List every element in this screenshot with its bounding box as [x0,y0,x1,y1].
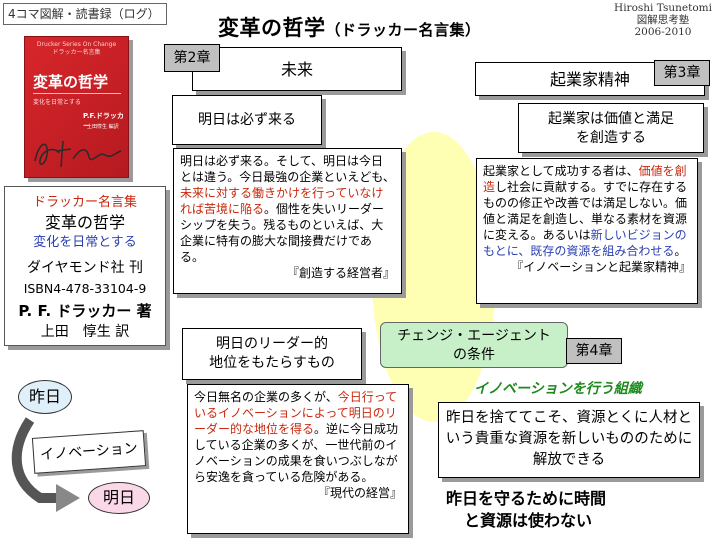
author-org: 図解思考塾 [636,14,690,26]
ch4-title-box: チェンジ・エージェント の条件 [380,322,568,368]
ch2-title: 未来 [280,60,313,79]
ch3-text-blue: 新しいビジョンのもとに、既存の資源を組み合わせる [483,228,687,258]
innovation-org-title: イノベーションを行う組織 [474,381,642,397]
ch3-label: 第3章 [654,60,710,86]
author-years: 2006-2010 [634,26,692,38]
bubble-tomorrow: 明日 [88,482,150,514]
author-credit: Hiroshi Tsunetomi 図解思考塾 2006-2010 [608,2,718,38]
cover-series: Drucker Series On Change ドラッカー名言集 [36,41,117,56]
signature-icon [34,140,122,168]
title-sub: （ドラッカー名言集） [325,21,481,39]
book-cover-image: Drucker Series On Change ドラッカー名言集 変革の哲学 … [24,36,129,178]
innovation-label: イノベーション [39,440,139,464]
info-title: 変革の哲学 [44,213,125,232]
ch3-heading-box: 起業家は価値と満足 を創造する [518,103,704,153]
conclusion-line-2: と資源は使わない [464,511,593,530]
ch3-heading-2: を創造する [576,130,646,146]
info-translator: 上田 惇生 訳 [40,324,130,340]
innovation-conclusion: 昨日を守るために時間 と資源は使わない [446,488,606,532]
ch4-text-red: 今日行っているイノベーションによって明日のリーダー的な地位を得る [194,390,398,436]
ch4-source: 『現代の経営』 [317,486,402,500]
page-title: 変革の哲学（ドラッカー名言集） [218,12,481,42]
ch3-heading-1: 起業家は価値と満足 [548,111,674,127]
ch3-text-red: 価値を創造 [483,164,687,194]
ch4-heading-2: 地位をもたらすもの [209,355,335,371]
title-main: 変革の哲学 [218,16,326,40]
ch2-heading-box: 明日は必ず来る [172,95,322,145]
cover-translator: 上田惇生 編訳 [87,124,119,130]
info-subtitle: 変化を日常とする [33,235,137,250]
ch2-heading: 明日は必ず来る [198,112,296,128]
cover-subtitle: 変化を日常とする [33,99,81,106]
ch4-text-1: 今日無名の企業の多くが、 [194,390,338,404]
ch2-text-box: 明日は必ず来る。そして、明日は今日とは違う。今日最強の企業といえども、未来に対す… [173,148,402,294]
ch3-text-2: し社会に貢献する。すでに存在するものの修正や改善では満足しない。価値と満足を創造… [483,180,688,242]
ch3-text-1: 起業家として成功する者は、 [483,164,639,178]
cycle-arrow-icon [11,417,80,512]
ch4-title-1: チェンジ・エージェント [397,328,551,344]
tomorrow-label: 明日 [102,488,135,507]
ch4-text-2: 。逆に今日成功している企業の多くが、一世代前のイノベーションの成果を食いつぶしな… [194,422,399,484]
author-name: Hiroshi Tsunetomi [614,2,712,14]
book-info-panel: ドラッカー名言集 変革の哲学 変化を日常とする ダイヤモンド社 刊 ISBN4-… [4,186,166,346]
cover-author: P.F.ドラッカー [83,112,124,130]
ch2-label: 第2章 [164,44,220,72]
ch2-text-red: 未来に対する働きかけを行っていなければ苦境に陥る [180,186,384,216]
ch4-text-box: 今日無名の企業の多くが、今日行っているイノベーションによって明日のリーダー的な地… [187,384,409,534]
bubble-yesterday: 昨日 [18,380,72,414]
info-author: P. F. ドラッカー 著 [18,302,152,320]
innovation-text-box: 昨日を捨ててこそ、資源とくに人材という貴重な資源を新しいもののために解放できる [438,402,700,478]
ch3-source: 『イノベーションと起業家精神』 [511,260,691,274]
info-publisher: ダイヤモンド社 刊 [26,260,144,276]
innovation-text: 昨日を捨ててこそ、資源とくに人材という貴重な資源を新しいもののために解放できる [445,410,693,468]
ch4-heading-1: 明日のリーダー的 [216,336,328,352]
ch3-title: 起業家精神 [549,70,630,89]
ch4-label: 第4章 [566,338,622,364]
ch4-title-2: の条件 [453,347,495,363]
ch2-source: 『創造する経営者』 [286,266,395,280]
yesterday-label: 昨日 [28,387,61,406]
info-isbn: ISBN4-478-33104-9 [23,281,147,296]
ch3-text-3: 。 [674,244,687,258]
ch3-text-box: 起業家として成功する者は、価値を創造し社会に貢献する。すでに存在するものの修正や… [476,158,698,304]
conclusion-line-1: 昨日を守るために時間 [446,489,607,508]
cover-rule [33,93,121,94]
ch4-heading-box: 明日のリーダー的 地位をもたらすもの [182,328,362,380]
info-series: ドラッカー名言集 [32,195,137,210]
cover-title: 変革の哲学 [33,73,109,91]
ch2-text-1: 明日は必ず来る。そして、明日は今日とは違う。今日最強の企業といえども、 [180,154,395,184]
series-tag: 4コマ図解・読書録（ログ） [3,3,167,25]
ch2-title-box: 未来 [192,47,402,91]
ch2-text-2: 。個性を失いリーダーシップを失う。残るものといえば、大企業に特有の膨大な間接費だ… [180,202,385,264]
